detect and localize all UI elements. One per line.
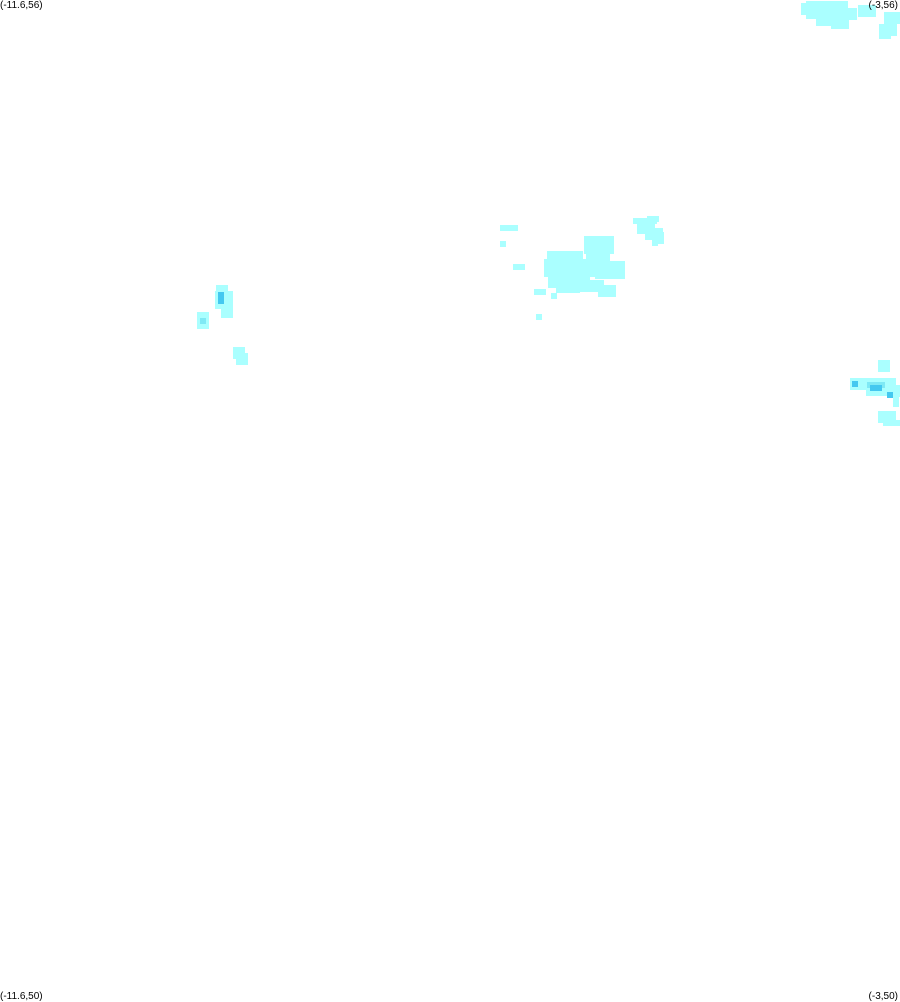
intensity-cell (858, 5, 876, 17)
intensity-cell (883, 420, 900, 426)
intensity-cell (218, 292, 224, 304)
intensity-cell (599, 291, 611, 297)
intensity-cells-layer (197, 1, 900, 426)
intensity-cell (884, 12, 900, 24)
intensity-cell (500, 225, 518, 231)
intensity-cell (890, 385, 900, 397)
intensity-cell (831, 17, 849, 29)
intensity-cell (887, 392, 893, 398)
intensity-cell (500, 241, 506, 247)
intensity-cell (513, 264, 525, 270)
corner-label-top-left: (-11.6,56) (0, 0, 43, 11)
intensity-cell (878, 360, 890, 372)
intensity-cell (870, 385, 882, 391)
intensity-cell (221, 306, 233, 318)
intensity-cell (633, 218, 657, 224)
intensity-cell (852, 381, 858, 387)
corner-label-bottom-left: (-11.6,50) (0, 991, 43, 1002)
intensity-cell (652, 240, 658, 246)
intensity-cell (536, 314, 542, 320)
intensity-cell (893, 395, 899, 407)
intensity-cell (236, 353, 248, 365)
intensity-cell (584, 236, 614, 254)
intensity-cell (556, 281, 580, 293)
intensity-cell (551, 293, 557, 299)
intensity-cell (216, 285, 228, 291)
intensity-cell (595, 261, 625, 279)
corner-label-top-right: (-3,56) (868, 0, 898, 11)
corner-label-bottom-right: (-3,50) (868, 991, 898, 1002)
intensity-cell (200, 318, 206, 324)
intensity-cell (534, 289, 546, 295)
intensity-cell (647, 216, 659, 222)
intensity-cell (879, 33, 891, 39)
intensity-cell (845, 8, 857, 20)
